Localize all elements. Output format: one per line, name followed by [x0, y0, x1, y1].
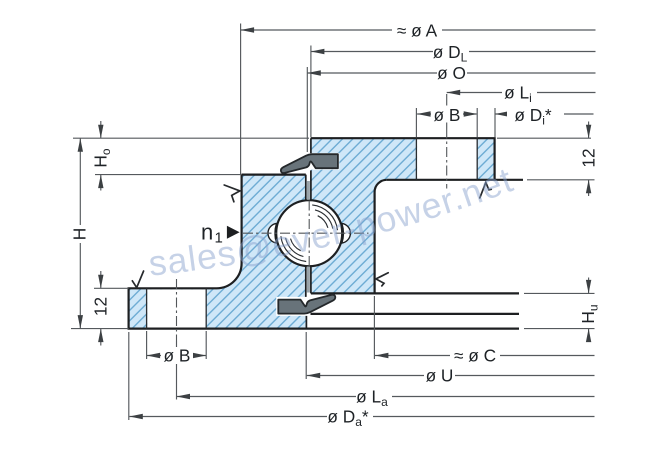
svg-text:n: n	[201, 220, 213, 245]
svg-text:ø O: ø O	[437, 63, 466, 83]
svg-text:12: 12	[579, 148, 599, 167]
svg-text:12: 12	[91, 297, 111, 316]
svg-text:ø Li: ø Li	[504, 83, 532, 106]
svg-text:ø La: ø La	[356, 387, 388, 410]
svg-text:≈ ø C: ≈ ø C	[454, 346, 496, 366]
svg-text:H: H	[70, 228, 90, 240]
svg-text:ø Di*: ø Di*	[514, 105, 552, 128]
svg-text:ø Da*: ø Da*	[327, 407, 369, 430]
svg-text:1: 1	[215, 230, 223, 247]
svg-text:ø U: ø U	[426, 366, 454, 386]
svg-text:≈ ø A: ≈ ø A	[397, 21, 438, 41]
svg-text:ø B: ø B	[434, 105, 461, 125]
svg-text:ø DL: ø DL	[433, 42, 468, 65]
svg-text:ø B: ø B	[164, 346, 191, 366]
